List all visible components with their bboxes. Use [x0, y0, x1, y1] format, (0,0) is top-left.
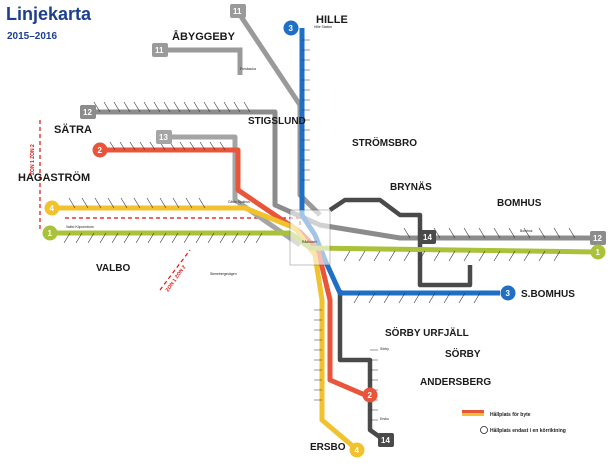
svg-text:1: 1 — [48, 229, 53, 238]
page-title: Linjekarta — [6, 4, 92, 24]
stop-ticks-line3 — [302, 39, 481, 304]
stop-hille-station: Hille Station — [314, 25, 332, 29]
svg-text:14: 14 — [381, 436, 390, 445]
svg-text:12: 12 — [83, 108, 92, 117]
district-brynas: BRYNÄS — [390, 180, 432, 193]
badge-line-4-left: 4 — [44, 200, 60, 216]
district-stromsbro: STRÖMSBRO — [352, 136, 417, 149]
district-sorby: SÖRBY — [445, 347, 481, 360]
svg-text:4: 4 — [50, 204, 55, 213]
stop-ersbo: Ersbo — [380, 417, 389, 421]
badge-line-3-top: 3 — [283, 20, 299, 36]
svg-text:14: 14 — [423, 233, 432, 242]
badge-line-12-left: 12 — [80, 105, 96, 119]
svg-text:3: 3 — [289, 24, 294, 33]
stop-sorby: Sörby — [380, 347, 389, 351]
badge-line-14-bottom: 14 — [378, 433, 394, 447]
stop-stenebergsvagen: Stenebergsvägen — [210, 272, 237, 276]
district-stigslund: STIGSLUND — [248, 116, 306, 127]
central-hub — [289, 209, 331, 266]
district-valbo: VALBO — [96, 263, 130, 274]
stop-gavle-sjukhus: Gävle Sjukhus — [228, 200, 250, 204]
svg-text:4: 4 — [355, 446, 360, 455]
svg-text:11: 11 — [155, 46, 164, 55]
district-sbomhus: S.BOMHUS — [521, 289, 575, 300]
district-andersberg: ANDERSBERG — [420, 377, 491, 388]
legend: Hållplats för byte Hållplats endast i en… — [462, 410, 566, 434]
badge-line-11-top: 11 — [230, 4, 246, 18]
badge-line-1-left: 1 — [42, 225, 58, 241]
svg-text:2: 2 — [368, 391, 373, 400]
badge-line-2-bottom: 2 — [362, 387, 378, 403]
svg-text:12: 12 — [593, 234, 602, 243]
stop-ticks-line2 — [109, 141, 226, 151]
badge-line-11-left: 11 — [152, 43, 168, 57]
stop-ticks-line1 — [63, 232, 561, 262]
line-11-branch — [160, 47, 243, 75]
legend-night-icon — [480, 426, 488, 434]
line-3-route — [299, 28, 500, 296]
district-sorbyurfjall: SÖRBY URFJÄLL — [385, 326, 469, 339]
line-13-route — [163, 134, 302, 248]
svg-text:3: 3 — [506, 289, 511, 298]
page-subtitle: 2015–2016 — [7, 31, 58, 42]
zone-label-bottom: ZON 1 ZON 2 — [165, 264, 188, 293]
legend-transfer-label: Hållplats för byte — [490, 411, 531, 418]
badge-line-2-left: 2 — [92, 142, 108, 158]
stop-valbo-kopcentrum: Valbo Köpcentrum — [66, 225, 94, 229]
district-abyggeby: ÅBYGGEBY — [172, 30, 236, 43]
legend-transfer-swatch — [462, 410, 484, 413]
zone-boundary-bottom — [159, 249, 191, 291]
stop-ticks-line12 — [93, 101, 576, 239]
svg-text:2: 2 — [98, 146, 103, 155]
svg-text:13: 13 — [159, 133, 168, 142]
zone-label-left: ZON 1 ZON 2 — [30, 144, 36, 175]
stop-radhuset: Rådhuset — [302, 240, 317, 244]
district-hagastrom: HAGASTRÖM — [18, 171, 90, 184]
badge-line-4-bottom: 4 — [349, 442, 365, 458]
svg-text:11: 11 — [233, 7, 242, 16]
stop-forsbacka: Forsbacka — [240, 67, 256, 71]
svg-text:1: 1 — [596, 248, 601, 257]
badge-line-12-right: 12 — [590, 231, 606, 245]
badge-line-1-right: 1 — [590, 244, 606, 260]
badge-line-13: 13 — [156, 130, 172, 144]
district-bomhus: BOMHUS — [497, 198, 542, 209]
district-hille: HILLE — [316, 14, 348, 26]
badge-line-14-mid: 14 — [420, 230, 436, 244]
stop-bomhus: Bomhus — [520, 229, 533, 233]
badge-line-3-right: 3 — [500, 285, 516, 301]
legend-night-label: Hållplats endast i en körriktning — [490, 427, 566, 434]
district-satra: SÄTRA — [54, 123, 92, 136]
district-ersbo: ERSBO — [310, 442, 346, 453]
stop-ticks-line4 — [68, 197, 322, 401]
